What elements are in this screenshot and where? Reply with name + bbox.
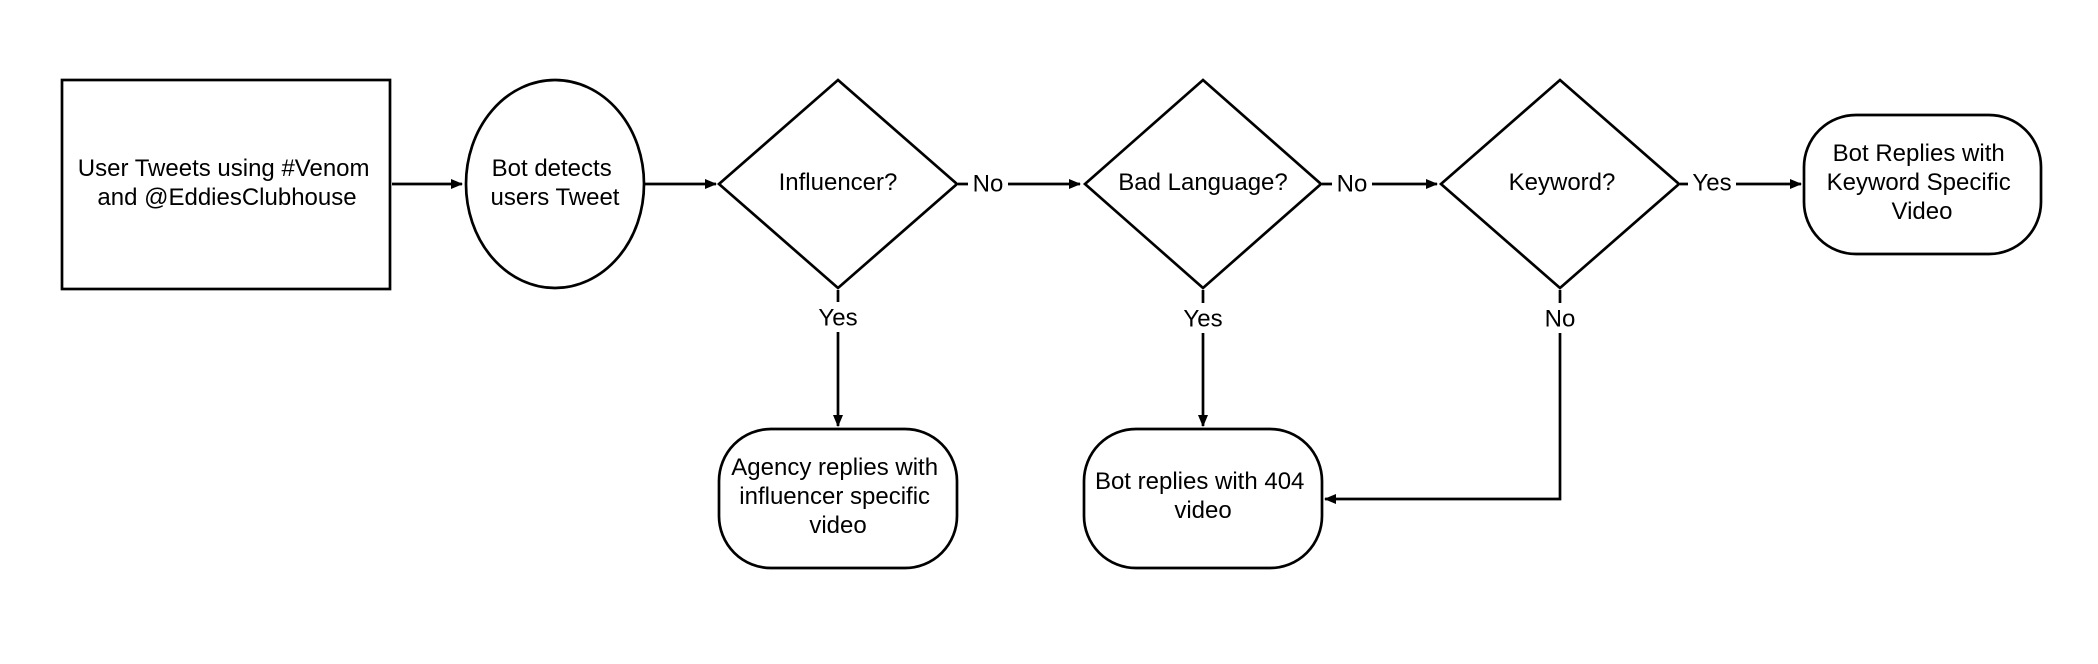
node-text-line: Keyword? — [1509, 169, 1616, 196]
svg-text:User Tweets using #Venom: User Tweets using #Venom and @EddiesClub… — [78, 155, 376, 211]
node-keyword-decision: Keyword? — [1438, 78, 1682, 290]
node-agency-replies: Agency replies with influencer specific … — [717, 427, 959, 570]
svg-text:Bot Replies with Keyword: Bot Replies with Keyword Specific Video — [1827, 140, 2018, 225]
terminal-shape — [717, 427, 959, 570]
node-text-line: Bot detects — [492, 155, 612, 182]
node-text-line: video — [1174, 497, 1231, 524]
edge-label-bad-language-no: No — [1337, 171, 1368, 198]
process-box — [60, 78, 392, 291]
svg-text:Agency replies with infl: Agency replies with influencer specific … — [731, 454, 944, 539]
connector-ellipse — [464, 78, 646, 290]
node-influencer-decision: Influencer? — [716, 78, 960, 290]
edge-label-keyword-yes: Yes — [1692, 170, 1731, 197]
edge-label-influencer-no: No — [973, 171, 1004, 198]
edge-keyword-no — [1324, 290, 1562, 504]
terminal-shape — [1082, 427, 1324, 570]
svg-text:Bot replies with 404 vid: Bot replies with 404 video — [1095, 468, 1311, 524]
svg-text:Bot detects users Tweet: Bot detects users Tweet — [491, 155, 620, 211]
edge-labels: No Yes No Yes Yes No — [814, 168, 1736, 333]
node-text-line: Agency replies with — [731, 454, 938, 481]
node-text-line: Bot replies with 404 — [1095, 468, 1304, 495]
decision-diamond — [716, 78, 960, 290]
node-text-line: User Tweets using #Venom — [78, 155, 370, 182]
node-text-line: and @EddiesClubhouse — [97, 184, 356, 211]
node-text-line: Influencer? — [779, 169, 898, 196]
node-bad-language-decision: Bad Language? — [1082, 78, 1324, 290]
svg-text:Influencer?: Influencer? — [779, 169, 898, 196]
terminal-shape — [1802, 113, 2043, 256]
node-user-tweets: User Tweets using #Venom and @EddiesClub… — [60, 78, 392, 291]
edge-label-keyword-no: No — [1545, 306, 1576, 333]
decision-diamond — [1438, 78, 1682, 290]
node-text-line: influencer specific — [739, 483, 930, 510]
svg-text:Keyword?: Keyword? — [1509, 169, 1616, 196]
node-bot-replies-keyword: Bot Replies with Keyword Specific Video — [1802, 113, 2043, 256]
node-text-line: users Tweet — [491, 184, 620, 211]
node-text-line: Keyword Specific — [1827, 169, 2011, 196]
node-bot-replies-404: Bot replies with 404 video — [1082, 427, 1324, 570]
node-text-line: Bad Language? — [1118, 169, 1288, 196]
svg-text:Bad Language?: Bad Language? — [1118, 169, 1288, 196]
decision-diamond — [1082, 78, 1324, 290]
edge-label-bad-language-yes: Yes — [1183, 306, 1222, 333]
node-bot-detects: Bot detects users Tweet — [464, 78, 646, 290]
edge-label-influencer-yes: Yes — [818, 305, 857, 332]
node-text-line: video — [809, 512, 866, 539]
node-text-line: Bot Replies with — [1833, 140, 2005, 167]
node-text-line: Video — [1892, 198, 1953, 225]
